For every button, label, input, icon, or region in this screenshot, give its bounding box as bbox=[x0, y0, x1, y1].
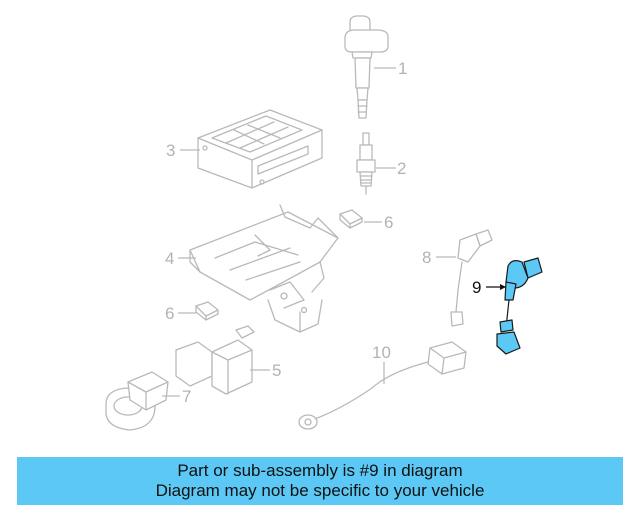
callout-1: 1 bbox=[374, 59, 407, 78]
svg-text:3: 3 bbox=[166, 141, 175, 160]
horn-part bbox=[105, 371, 169, 431]
callout-2: 2 bbox=[376, 159, 406, 178]
spark-plug-part bbox=[356, 132, 376, 195]
callout-9: 9 bbox=[472, 278, 506, 297]
callout-7: 7 bbox=[162, 387, 191, 406]
svg-text:10: 10 bbox=[372, 343, 391, 362]
svg-text:7: 7 bbox=[182, 387, 191, 406]
ignition-coil-part bbox=[344, 15, 389, 119]
banner-line-disclaimer: Diagram may not be specific to your vehi… bbox=[155, 481, 485, 500]
callout-3: 3 bbox=[166, 141, 200, 160]
control-module-part bbox=[197, 109, 323, 189]
svg-text:8: 8 bbox=[422, 248, 431, 267]
bracket-part bbox=[189, 204, 339, 333]
svg-text:5: 5 bbox=[272, 361, 281, 380]
parts-diagram: 1 2 3 4 5 6 6 7 8 9 10 bbox=[105, 15, 543, 431]
relay-bracket-part bbox=[175, 325, 255, 395]
svg-text:4: 4 bbox=[165, 249, 174, 268]
info-banner: Part or sub-assembly is #9 in diagram Di… bbox=[17, 457, 623, 505]
svg-text:2: 2 bbox=[397, 159, 406, 178]
svg-text:6: 6 bbox=[384, 213, 393, 232]
callout-10: 10 bbox=[372, 343, 391, 384]
svg-text:9: 9 bbox=[472, 278, 481, 297]
speed-sensor-part bbox=[450, 229, 493, 327]
banner-line-part-number: Part or sub-assembly is #9 in diagram bbox=[177, 461, 463, 480]
callout-6-upper: 6 bbox=[364, 213, 393, 232]
callout-4: 4 bbox=[165, 249, 196, 268]
callout-8: 8 bbox=[422, 248, 456, 267]
knock-sensor-part bbox=[298, 341, 467, 430]
crankshaft-sensor-part bbox=[496, 257, 543, 355]
svg-text:1: 1 bbox=[398, 59, 407, 78]
small-sensor-part-upper bbox=[339, 209, 363, 229]
svg-text:6: 6 bbox=[165, 304, 174, 323]
callout-6-lower: 6 bbox=[165, 304, 196, 323]
small-sensor-part-lower bbox=[195, 301, 219, 321]
callout-5: 5 bbox=[250, 361, 281, 380]
